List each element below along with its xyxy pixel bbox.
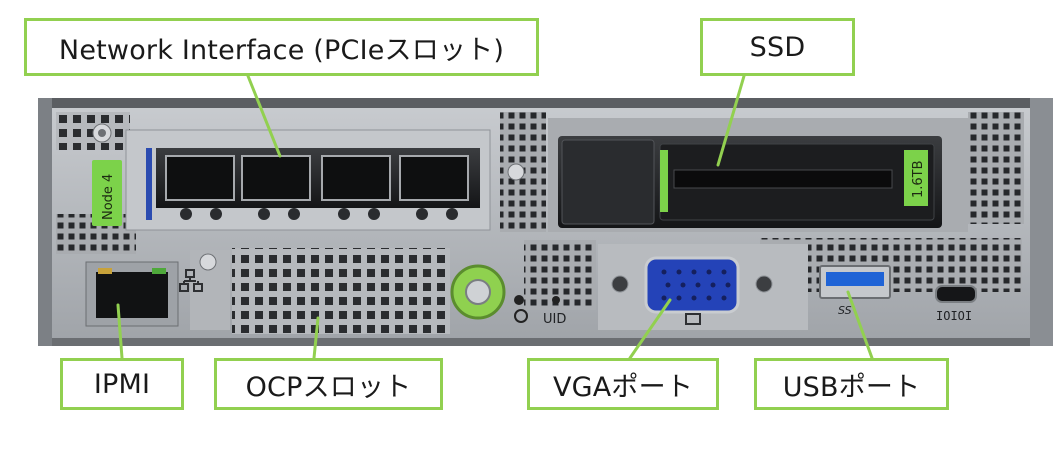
vga-screw-right (755, 275, 773, 293)
ssd-accent-left (660, 150, 668, 212)
monitor-icon (685, 313, 701, 325)
callout-usb-port: USBポート (754, 358, 949, 410)
network-ports (165, 155, 469, 201)
ocp-slot-vent (232, 248, 450, 334)
chassis-bottom-edge (38, 338, 1053, 346)
network-port-1 (165, 155, 235, 201)
leader-lines (116, 74, 874, 360)
chassis-left-rail (38, 98, 52, 346)
uid-led-2 (552, 296, 560, 304)
ipmi-port (96, 272, 168, 318)
serial-port (935, 285, 977, 303)
leader-ocp (312, 316, 320, 360)
ipmi-port-led-right (152, 268, 166, 274)
node-tag-text: Node 4 (101, 174, 116, 220)
network-symbol-icon (179, 269, 203, 292)
callout-network-interface: Network Interface (PCIeスロット) (24, 18, 539, 76)
vga-port (644, 256, 740, 314)
callout-vga-port: VGAポート (527, 358, 719, 410)
uid-led (514, 295, 524, 305)
chassis-right-rail (1030, 98, 1053, 346)
network-port-leds (180, 208, 458, 220)
serial-label: IOIOI (936, 309, 972, 323)
usb-ss-logo: SS (838, 304, 852, 317)
chassis-top-edge (38, 98, 1053, 108)
ssd-latch (561, 139, 655, 225)
ipmi-port-led-left (98, 268, 112, 274)
network-port-4 (399, 155, 469, 201)
callout-ocp-slot: OCPスロット (214, 358, 443, 410)
ssd-handle-slot (673, 169, 893, 189)
network-port-2 (241, 155, 311, 201)
leader-vga (628, 298, 672, 360)
leader-usb (846, 290, 874, 360)
uid-button (514, 309, 528, 323)
vga-pins (661, 269, 731, 301)
callout-ipmi: IPMI (60, 358, 184, 410)
vent-right-upper (968, 112, 1024, 224)
chassis-screw-left (98, 129, 106, 137)
callout-ssd: SSD (700, 18, 855, 76)
vent-mid-lower (524, 240, 596, 310)
usb-port-tongue (826, 272, 884, 286)
uid-label: UID (543, 312, 566, 327)
chassis-screw-right (507, 163, 525, 181)
network-port-3 (321, 155, 391, 201)
leader-ipmi (116, 303, 124, 360)
ocp-screw (199, 253, 217, 271)
node-tag (92, 160, 122, 226)
thumb-screw-head (465, 279, 491, 305)
vga-screw-left (611, 275, 629, 293)
ssd-capacity-label (904, 150, 928, 206)
leader-ssd (716, 74, 746, 167)
ssd-capacity-text: 1.6TB (911, 160, 926, 198)
leader-network (246, 74, 282, 158)
pcie-bracket-edge (146, 148, 152, 220)
